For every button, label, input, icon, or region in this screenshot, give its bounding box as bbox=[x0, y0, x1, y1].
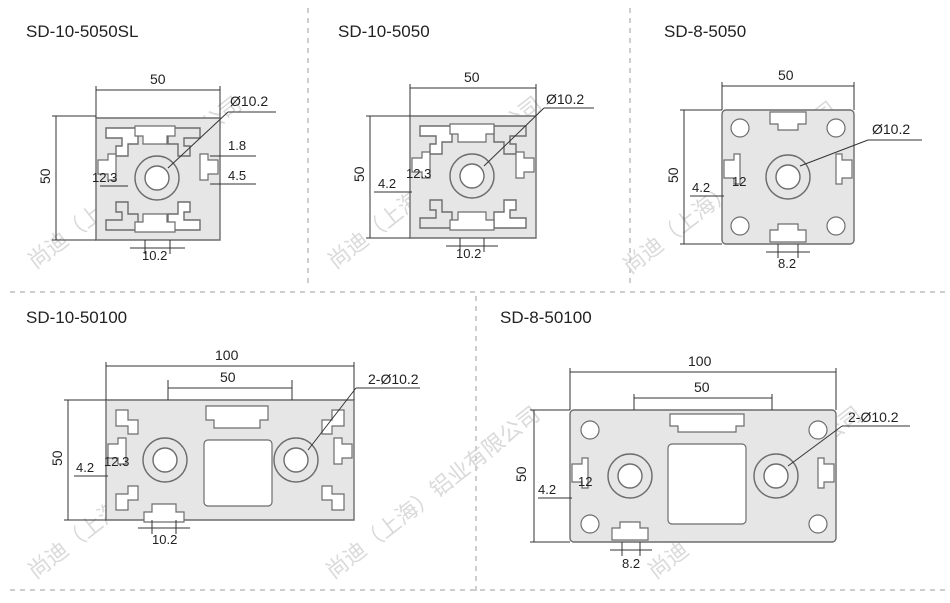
height-dim: 50 bbox=[351, 166, 367, 182]
slot-depth-dim: 4.5 bbox=[228, 168, 246, 183]
center-hole bbox=[775, 164, 801, 190]
hole-right bbox=[283, 447, 309, 473]
inner-dim: 12 bbox=[732, 174, 746, 189]
slot-depth-dim: 1.8 bbox=[228, 138, 246, 153]
height-dim: 50 bbox=[513, 466, 529, 482]
hole-left bbox=[617, 463, 643, 489]
profile-title: SD-10-50100 bbox=[26, 308, 128, 327]
width-dim: 50 bbox=[464, 69, 480, 85]
profile-title: SD-10-5050 bbox=[338, 22, 430, 41]
center-hole bbox=[459, 163, 485, 189]
width-dim: 100 bbox=[688, 353, 712, 369]
hole-dim: 2-Ø10.2 bbox=[368, 371, 419, 387]
inner-dim: 12.3 bbox=[406, 166, 431, 181]
profile-title: SD-10-5050SL bbox=[26, 22, 139, 41]
height-dim: 50 bbox=[49, 450, 65, 466]
slot-width-dim: 10.2 bbox=[152, 532, 177, 547]
width2-dim: 50 bbox=[220, 369, 236, 385]
hole-right bbox=[763, 463, 789, 489]
side-dim: 4.2 bbox=[692, 180, 710, 195]
hole-dim: Ø10.2 bbox=[230, 93, 268, 109]
height-dim: 50 bbox=[665, 167, 681, 183]
side-dim: 4.2 bbox=[538, 482, 556, 497]
slot-width-dim: 8.2 bbox=[778, 256, 796, 271]
width2-dim: 50 bbox=[694, 379, 710, 395]
hole-dim: Ø10.2 bbox=[546, 91, 584, 107]
slot-width-dim: 10.2 bbox=[456, 246, 481, 261]
height-dim: 50 bbox=[37, 168, 53, 184]
width-dim: 100 bbox=[215, 347, 239, 363]
inner-dim: 12.3 bbox=[92, 170, 117, 185]
side-dim: 4.2 bbox=[378, 176, 396, 191]
side-dim: 4.2 bbox=[76, 460, 94, 475]
slot-width-dim: 10.2 bbox=[142, 248, 167, 263]
hole-dim: 2-Ø10.2 bbox=[848, 409, 899, 425]
profile-title: SD-8-5050 bbox=[664, 22, 747, 41]
profile-title: SD-8-50100 bbox=[500, 308, 592, 327]
center-hole bbox=[144, 165, 170, 191]
slot-width-dim: 8.2 bbox=[622, 556, 640, 571]
inner-dim: 12.3 bbox=[104, 454, 129, 469]
inner-dim: 12 bbox=[578, 474, 592, 489]
width-dim: 50 bbox=[150, 71, 166, 87]
hole-left bbox=[152, 447, 178, 473]
hole-dim: Ø10.2 bbox=[872, 121, 910, 137]
width-dim: 50 bbox=[778, 67, 794, 83]
